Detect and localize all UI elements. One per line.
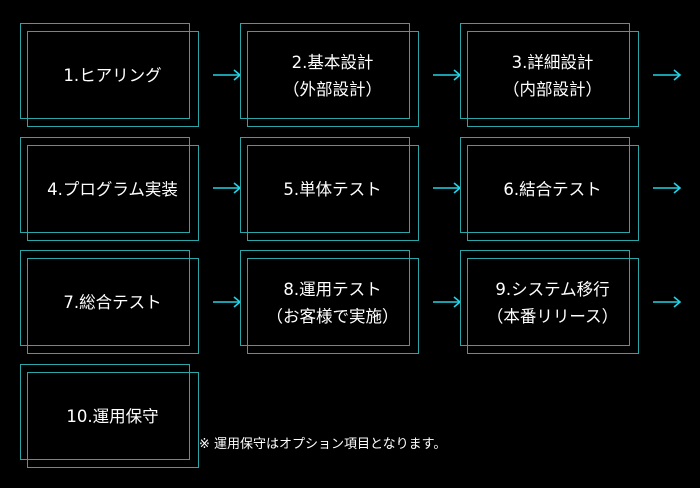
step-label-subline: （内部設計） bbox=[503, 79, 602, 99]
step-frame-front bbox=[27, 258, 199, 354]
right-arrow-icon bbox=[213, 182, 242, 194]
step-label: 7.総合テスト bbox=[20, 250, 205, 355]
step-frame-back bbox=[460, 250, 630, 346]
step-label-subline: （お客様で実施） bbox=[266, 306, 399, 326]
step-frame-front bbox=[247, 258, 419, 354]
step-label-line: 2.基本設計 bbox=[291, 52, 374, 72]
step-label-subline: （外部設計） bbox=[283, 79, 382, 99]
process-step: 2.基本設計 （外部設計） bbox=[240, 23, 425, 128]
process-step: 5.単体テスト bbox=[240, 137, 425, 242]
step-frame-front bbox=[467, 145, 639, 241]
footnote: ※ 運用保守はオプション項目となります。 bbox=[199, 437, 447, 452]
step-label: 8.運用テスト （お客様で実施） bbox=[240, 250, 425, 355]
process-step: 9.システム移行 （本番リリース） bbox=[460, 250, 645, 355]
right-arrow-icon bbox=[213, 69, 242, 81]
process-step: 7.総合テスト bbox=[20, 250, 205, 355]
step-frame-back bbox=[460, 23, 630, 119]
right-arrow-icon bbox=[653, 182, 682, 194]
step-frame-front bbox=[467, 31, 639, 127]
step-label-line: 10.運用保守 bbox=[66, 407, 159, 426]
right-arrow-icon bbox=[213, 296, 242, 308]
step-label: 5.単体テスト bbox=[240, 137, 425, 242]
process-step: 3.詳細設計 （内部設計） bbox=[460, 23, 645, 128]
process-step: 1.ヒアリング bbox=[20, 23, 205, 128]
step-label: 10.運用保守 bbox=[20, 364, 205, 469]
step-frame-front bbox=[27, 372, 199, 468]
step-frame-back bbox=[20, 250, 190, 346]
step-label-line: 5.単体テスト bbox=[283, 180, 382, 199]
step-label-subline: （本番リリース） bbox=[486, 306, 619, 326]
step-frame-back bbox=[240, 250, 410, 346]
right-arrow-icon bbox=[653, 296, 682, 308]
step-frame-front bbox=[247, 31, 419, 127]
right-arrow-icon bbox=[433, 182, 462, 194]
step-label-line: 9.システム移行 bbox=[495, 279, 610, 299]
step-label-line: 4.プログラム実装 bbox=[47, 180, 178, 199]
step-frame-back bbox=[20, 364, 190, 460]
step-label: 6.結合テスト bbox=[460, 137, 645, 242]
right-arrow-icon bbox=[433, 296, 462, 308]
step-label-line: 7.総合テスト bbox=[63, 293, 162, 312]
step-frame-back bbox=[460, 137, 630, 233]
step-label-line: 6.結合テスト bbox=[503, 180, 602, 199]
step-label-line: 3.詳細設計 bbox=[511, 52, 594, 72]
step-frame-front bbox=[467, 258, 639, 354]
process-step: 4.プログラム実装 bbox=[20, 137, 205, 242]
step-label: 9.システム移行 （本番リリース） bbox=[460, 250, 645, 355]
step-frame-back bbox=[240, 23, 410, 119]
step-frame-front bbox=[27, 31, 199, 127]
step-label: 1.ヒアリング bbox=[20, 23, 205, 128]
step-frame-back bbox=[240, 137, 410, 233]
step-label: 4.プログラム実装 bbox=[20, 137, 205, 242]
step-frame-back bbox=[20, 23, 190, 119]
step-label: 3.詳細設計 （内部設計） bbox=[460, 23, 645, 128]
step-frame-front bbox=[27, 145, 199, 241]
step-label-line: 1.ヒアリング bbox=[63, 66, 162, 85]
right-arrow-icon bbox=[433, 69, 462, 81]
step-label-line: 8.運用テスト bbox=[283, 279, 382, 299]
right-arrow-icon bbox=[653, 69, 682, 81]
step-frame-back bbox=[20, 137, 190, 233]
process-step: 10.運用保守 bbox=[20, 364, 205, 469]
process-step: 6.結合テスト bbox=[460, 137, 645, 242]
step-frame-front bbox=[247, 145, 419, 241]
process-step: 8.運用テスト （お客様で実施） bbox=[240, 250, 425, 355]
step-label: 2.基本設計 （外部設計） bbox=[240, 23, 425, 128]
